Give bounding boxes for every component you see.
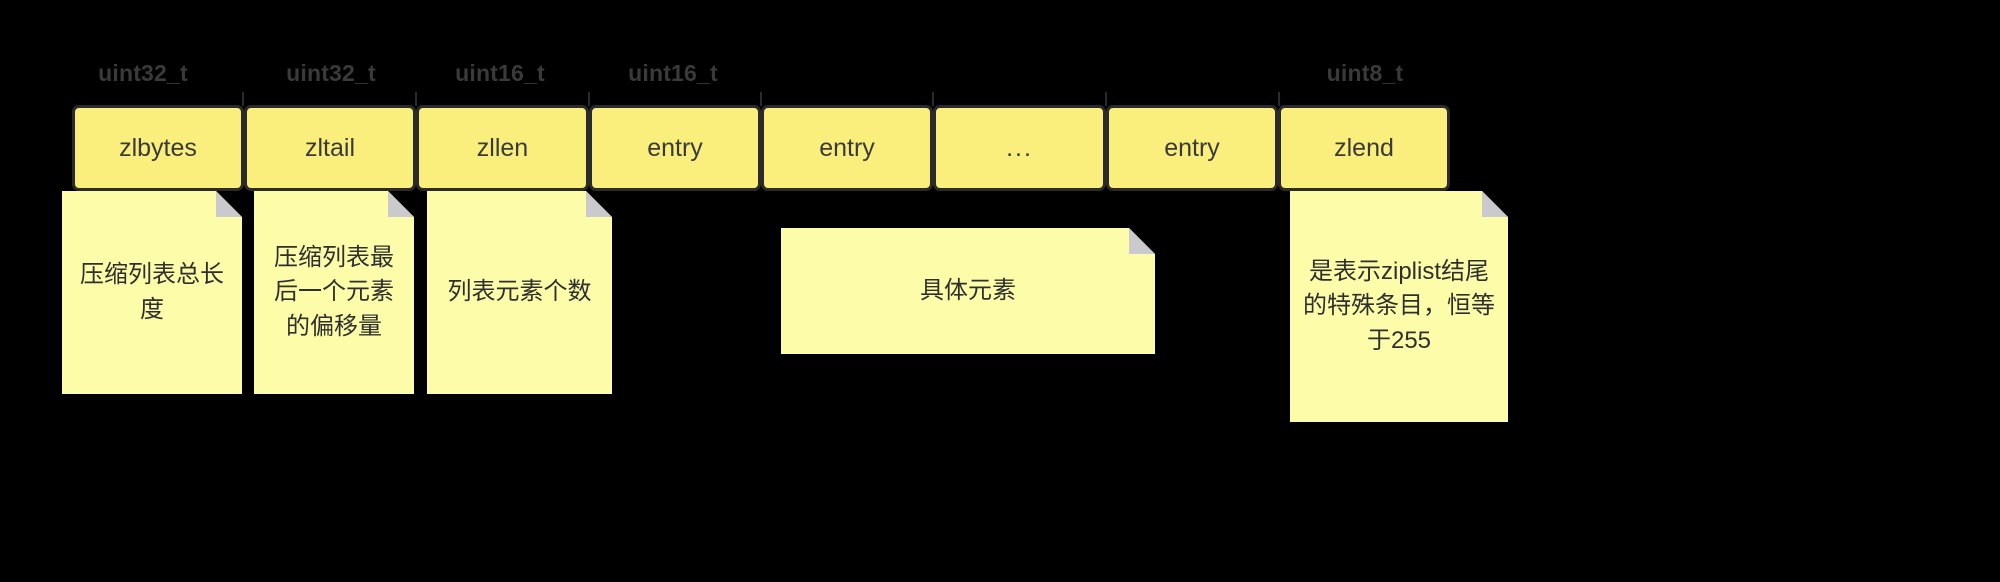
type-label-zltail: uint32_t: [286, 60, 376, 86]
field-label: zltail: [304, 133, 355, 162]
field-box-zlbytes[interactable]: zlbytes: [72, 105, 244, 191]
note-text: 压缩列表总长度: [80, 261, 224, 323]
tick-zltail: [415, 92, 417, 106]
note-zlend[interactable]: 是表示ziplist结尾的特殊条目，恒等于255: [1290, 191, 1508, 422]
tick-entry1: [760, 92, 762, 106]
type-label-entry: uint16_t: [628, 60, 718, 86]
field-box-zlend[interactable]: zlend: [1278, 105, 1450, 191]
field-box-zllen[interactable]: zllen: [416, 105, 589, 191]
note-text: 具体元素: [920, 276, 1016, 304]
field-box-zltail[interactable]: zltail: [244, 105, 416, 191]
type-label-zlend: uint8_t: [1326, 60, 1404, 86]
note-text: 压缩列表最后一个元素的偏移量: [274, 244, 394, 340]
tick-zlbytes: [242, 92, 244, 106]
field-label: entry: [819, 133, 875, 162]
note-zltail[interactable]: 压缩列表最后一个元素的偏移量: [254, 191, 414, 394]
field-box-entry-3[interactable]: entry: [1106, 105, 1278, 191]
tick-entry3: [1278, 92, 1280, 106]
tick-zllen: [588, 92, 590, 106]
note-text: 是表示ziplist结尾的特殊条目，恒等于255: [1303, 258, 1495, 354]
field-label: zllen: [476, 133, 529, 162]
type-label-zlbytes: uint32_t: [98, 60, 188, 86]
field-label: entry: [1164, 133, 1220, 162]
note-text: 列表元素个数: [447, 278, 592, 306]
note-zllen[interactable]: 列表元素个数: [427, 191, 612, 394]
note-zlbytes[interactable]: 压缩列表总长度: [62, 191, 242, 394]
field-box-entry-1[interactable]: entry: [589, 105, 761, 191]
field-box-ellipsis[interactable]: ...: [933, 105, 1106, 191]
field-label: zlbytes: [119, 133, 197, 162]
tick-entry2: [932, 92, 934, 106]
tick-ellipsis: [1105, 92, 1107, 106]
field-box-entry-2[interactable]: entry: [761, 105, 933, 191]
field-label: zlend: [1334, 133, 1394, 162]
field-label: entry: [647, 133, 703, 162]
type-label-zllen: uint16_t: [455, 60, 545, 86]
field-label: ...: [1006, 133, 1033, 162]
note-entry[interactable]: 具体元素: [781, 228, 1155, 354]
